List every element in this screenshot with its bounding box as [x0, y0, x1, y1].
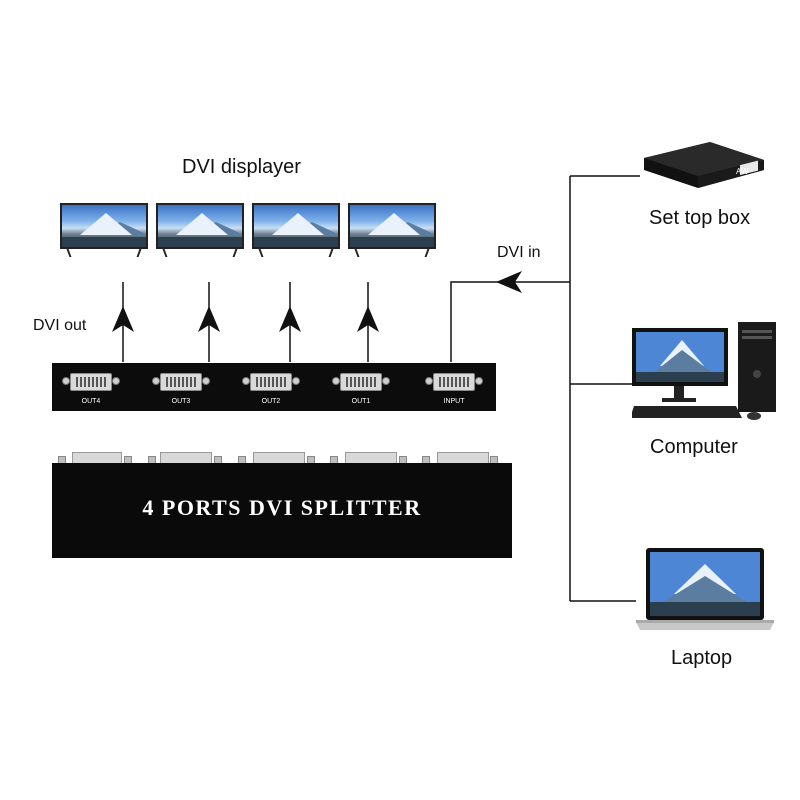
arrow-up-icon [112, 306, 379, 332]
monitor-icon [60, 203, 148, 265]
port-label: OUT4 [81, 398, 101, 405]
port-label: OUT3 [171, 398, 191, 405]
splitter-front [52, 463, 512, 558]
arrow-left-icon [496, 271, 522, 293]
set-top-box-label: Set top box [649, 207, 751, 229]
dvi-port-out1 [332, 371, 390, 395]
port-label: OUT1 [351, 398, 371, 405]
monitor-icon [348, 203, 436, 265]
laptop-icon [636, 548, 774, 630]
monitor-icon [252, 203, 340, 265]
port-label: INPUT [443, 398, 465, 405]
splitter-back-panel: OUT4 OUT3 OUT2 OUT1 INPUT [52, 363, 496, 411]
stb-brand: AW [736, 167, 749, 176]
dvi-out-label: DVI out [33, 317, 87, 334]
dvi-port-out2 [242, 371, 300, 395]
dvi-port-input [425, 371, 483, 395]
laptop-label: Laptop [671, 647, 733, 669]
monitor-icon [156, 203, 244, 265]
set-top-box-icon: AW [644, 142, 764, 188]
computer-icon [632, 322, 776, 420]
dvi-in-label: DVI in [497, 244, 541, 261]
port-label: OUT2 [261, 398, 281, 405]
dvi-port-out4 [62, 371, 120, 395]
splitter-title: 4 PORTS DVI SPLITTER [142, 495, 422, 520]
dvi-port-out3 [152, 371, 210, 395]
computer-label: Computer [650, 436, 738, 458]
dvi-displayer-label: DVI displayer [182, 156, 301, 178]
